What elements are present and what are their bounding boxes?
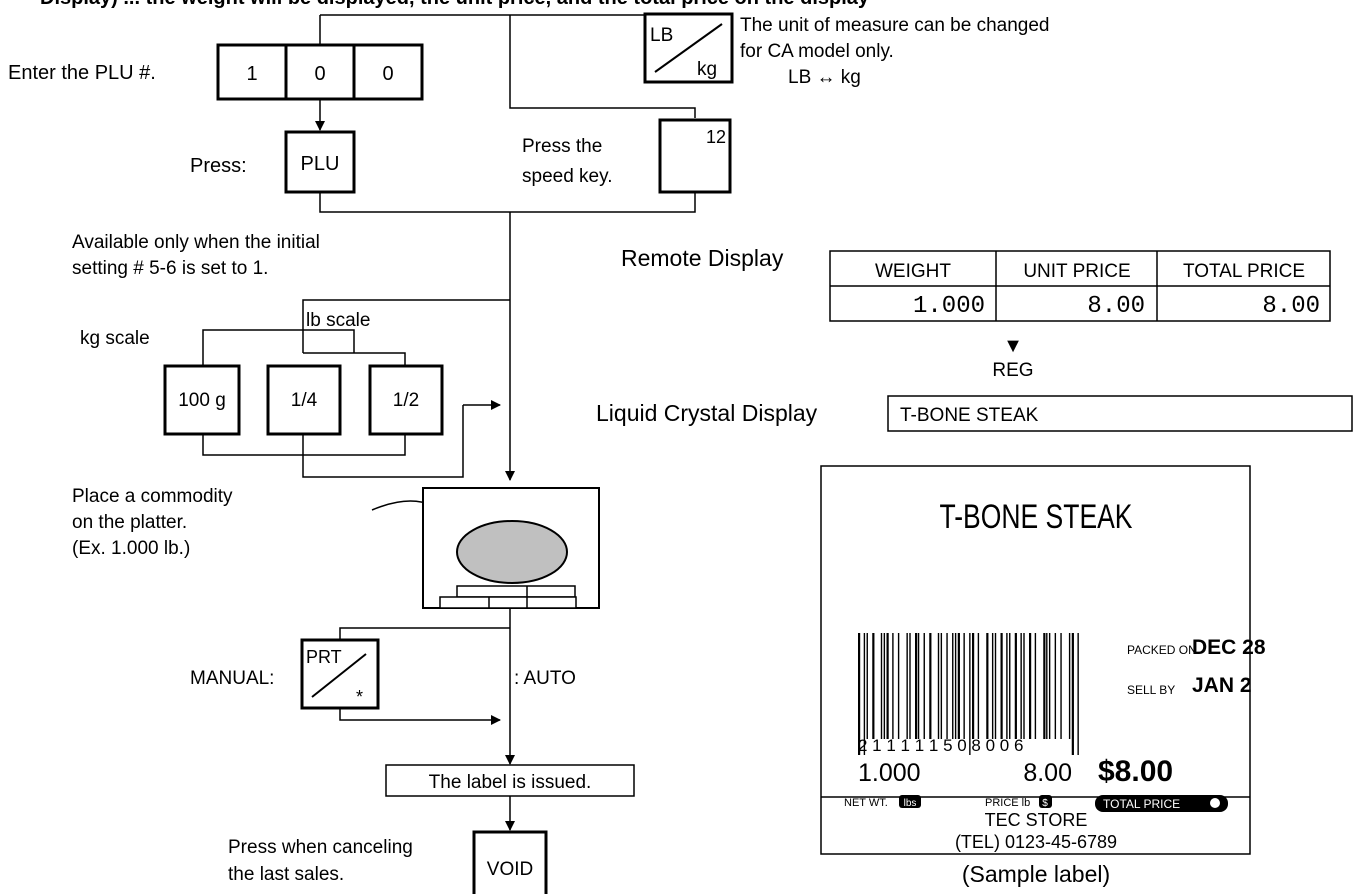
svg-text:1/4: 1/4	[291, 390, 318, 411]
lcd-title: Liquid Crystal Display	[596, 400, 818, 426]
packed-on-date: DEC 28	[1192, 636, 1266, 659]
speed-key-label-line2: speed key.	[522, 166, 612, 187]
speed-key-label-line1: Press the	[522, 136, 602, 157]
lcd-display: T-BONE STEAK	[888, 396, 1352, 431]
lb-scale-label: lb scale	[306, 310, 370, 331]
label-issued-box: The label is issued.	[386, 765, 634, 796]
scale-platter-icon	[423, 488, 599, 608]
enter-plu-label: Enter the PLU #.	[8, 62, 156, 84]
svg-text:1/2: 1/2	[393, 390, 419, 411]
remote-display-title: Remote Display	[621, 245, 784, 271]
unit-price-value: 8.00	[1023, 759, 1072, 787]
platter-note-line3: (Ex. 1.000 lb.)	[72, 538, 190, 559]
plu-digit-key-1[interactable]: 1	[218, 45, 286, 99]
net-weight-value: 1.000	[858, 759, 921, 787]
sell-by-date: JAN 2	[1192, 674, 1252, 697]
svg-text:$: $	[1042, 798, 1048, 809]
sample-label-caption: (Sample label)	[962, 861, 1110, 887]
mode-label: REG	[992, 360, 1033, 381]
scale-key-half[interactable]: 1/2	[370, 366, 442, 434]
price-lb-label: PRICE lb	[985, 797, 1030, 809]
scale-key-quarter[interactable]: 1/4	[268, 366, 340, 434]
svg-text:PRT: PRT	[306, 647, 342, 667]
svg-text:PLU: PLU	[301, 153, 340, 175]
header-partial-text: Display) ... the weight will be displaye…	[40, 0, 870, 9]
manual-label: MANUAL:	[190, 668, 274, 689]
platter-note-line1: Place a commodity	[72, 486, 233, 507]
svg-text:TOTAL PRICE: TOTAL PRICE	[1103, 797, 1180, 811]
unit-note-line1: The unit of measure can be changed	[740, 15, 1049, 36]
store-name: TEC STORE	[985, 810, 1088, 830]
total-price-value: $8.00	[1098, 755, 1173, 788]
sell-by-label: SELL BY	[1127, 683, 1175, 697]
mode-marker-icon: ▼	[1003, 335, 1023, 357]
unit-note-line2: for CA model only.	[740, 41, 894, 62]
unit-note-line3: LB ↔ kg	[788, 67, 861, 88]
speed-key-12[interactable]: 12	[660, 120, 730, 192]
prt-key[interactable]: PRT *	[302, 640, 378, 708]
platter-note-line2: on the platter.	[72, 512, 187, 533]
svg-text:1: 1	[246, 63, 257, 85]
remote-value-unit-price: 8.00	[1087, 293, 1145, 320]
remote-value-total-price: 8.00	[1262, 293, 1320, 320]
svg-text:*: *	[356, 687, 363, 707]
scale-key-100g[interactable]: 100 g	[165, 366, 239, 434]
svg-text:T-BONE STEAK: T-BONE STEAK	[900, 405, 1039, 426]
svg-text:LB: LB	[650, 25, 673, 46]
svg-text:12: 12	[706, 127, 726, 147]
svg-text:0: 0	[382, 63, 393, 85]
plu-key[interactable]: PLU	[286, 132, 354, 192]
remote-display-table: WEIGHT UNIT PRICE TOTAL PRICE 1.000 8.00…	[830, 251, 1330, 321]
initial-setting-note-line2: setting # 5-6 is set to 1.	[72, 258, 268, 279]
kg-scale-label: kg scale	[80, 328, 150, 349]
void-note-line1: Press when canceling	[228, 837, 413, 858]
svg-text:The label is issued.: The label is issued.	[429, 772, 592, 793]
svg-text:lbs: lbs	[904, 798, 917, 809]
initial-setting-note-line1: Available only when the initial	[72, 232, 320, 253]
void-key[interactable]: VOID	[474, 832, 546, 894]
svg-text:100 g: 100 g	[178, 390, 226, 411]
plu-digit-key-3[interactable]: 0	[354, 45, 422, 99]
svg-text:VOID: VOID	[487, 859, 533, 880]
packed-on-label: PACKED ON	[1127, 643, 1197, 657]
barcode-digits: 2 1 1 1 1 1 5 0 8 0 0 6	[858, 736, 1023, 755]
void-note-line2: the last sales.	[228, 864, 344, 885]
press-label: Press:	[190, 155, 247, 177]
sample-label: T-BONE STEAK 2 1 1 1 1 1 5 0 8 0 0 6 PAC…	[821, 466, 1266, 854]
lb-kg-key[interactable]: LB kg	[645, 14, 732, 82]
svg-text:kg: kg	[697, 59, 717, 80]
store-tel: (TEL) 0123-45-6789	[955, 832, 1117, 852]
auto-label: : AUTO	[514, 668, 576, 689]
remote-value-weight: 1.000	[913, 293, 985, 320]
svg-text:0: 0	[314, 63, 325, 85]
label-product-name: T-BONE STEAK	[939, 498, 1132, 536]
plu-digit-key-2[interactable]: 0	[286, 45, 354, 99]
remote-header-weight: WEIGHT	[875, 261, 951, 282]
remote-header-total-price: TOTAL PRICE	[1183, 261, 1305, 282]
remote-header-unit-price: UNIT PRICE	[1023, 261, 1130, 282]
net-wt-label: NET WT.	[844, 797, 888, 809]
